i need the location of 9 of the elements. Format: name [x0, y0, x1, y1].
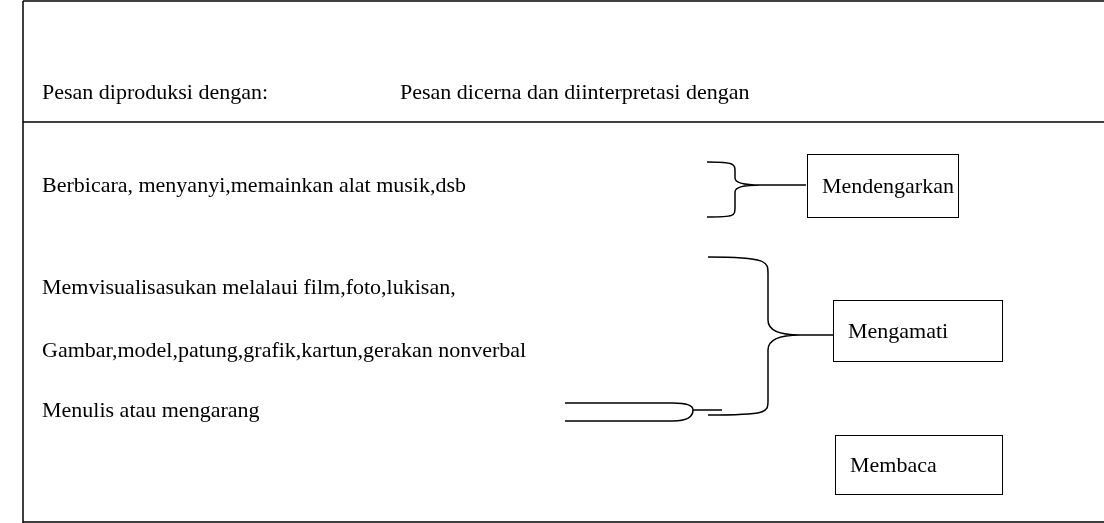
- activity-box: Membaca: [835, 435, 1003, 495]
- column-heading: Pesan dicerna dan diinterpretasi dengan: [400, 79, 750, 105]
- method-text: Berbicara, menyanyi,memainkan alat musik,dsb: [42, 172, 466, 198]
- method-text: Memvisualisasukan melalaui film,foto,lukisan,: [42, 274, 456, 300]
- method-text: Gambar,model,patung,grafik,kartun,gerakan nonverbal: [42, 337, 527, 363]
- activity-box: Mendengarkan: [807, 154, 959, 218]
- column-heading: Pesan diproduksi dengan:: [42, 79, 269, 105]
- method-text: Menulis atau mengarang: [42, 397, 260, 423]
- activity-box: Mengamati: [833, 300, 1003, 362]
